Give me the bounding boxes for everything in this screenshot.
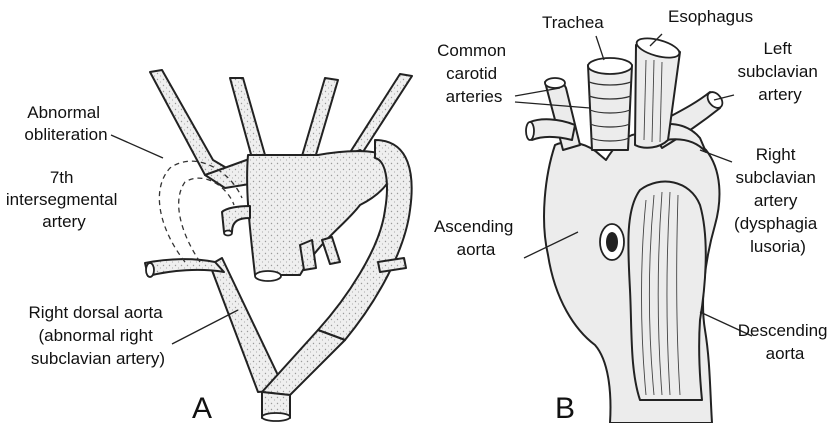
label-right-dorsal-aorta: Right dorsal aorta (abnormal right subcl…	[29, 303, 168, 368]
panel-a-vessels	[145, 70, 412, 418]
label-esophagus: Esophagus	[668, 7, 753, 26]
label-descending-aorta: Descending aorta	[738, 321, 833, 363]
label-ascending-aorta: Ascending aorta	[434, 217, 518, 259]
panel-a-letter: A	[192, 392, 212, 423]
panel-b: Trachea Esophagus Common carotid arterie…	[434, 7, 832, 423]
label-right-subclavian-artery: Right subclavian artery (dysphagia lusor…	[734, 145, 822, 256]
panel-b-letter: B	[555, 392, 575, 423]
trachea	[588, 58, 632, 150]
label-abnormal-obliteration: Abnormal obliteration	[24, 103, 107, 144]
label-7th-intersegmental-artery: 7th intersegmental artery	[6, 168, 122, 231]
panel-a: Abnormal obliteration 7th intersegmental…	[6, 70, 412, 423]
label-left-subclavian-artery: Left subclavian artery	[737, 39, 822, 104]
label-trachea: Trachea	[542, 13, 604, 32]
label-common-carotid-arteries: Common carotid arteries	[437, 41, 511, 106]
